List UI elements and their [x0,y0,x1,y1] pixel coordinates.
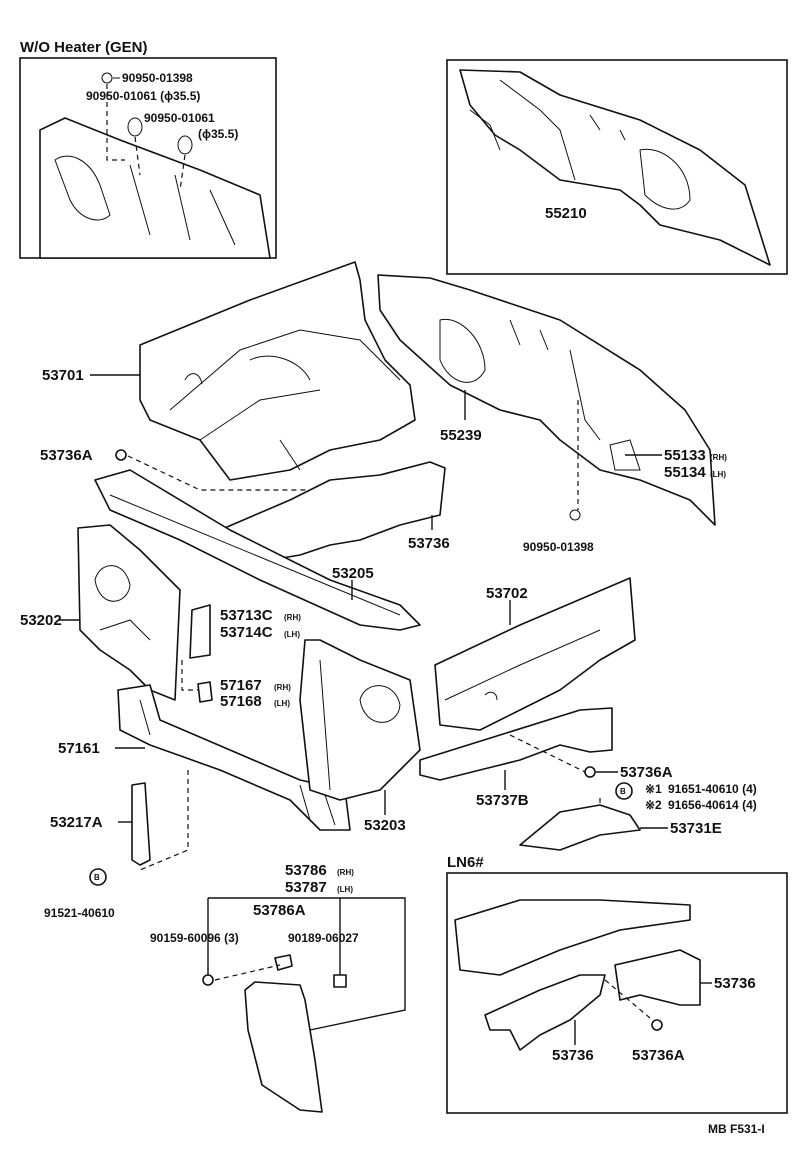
label-53714C: 53714C [220,624,273,641]
label-55239: 55239 [440,427,482,444]
label-53736-ln6-left: 53736 [552,1047,594,1064]
inset-heater: W/O Heater (GEN) 90950-01398 90950-01061… [19,39,277,259]
label-91651: 91651-40610 (4) [668,782,757,796]
clip-53786A-icon [274,954,293,971]
suffix-53713C: (RH) [284,613,301,622]
mark-2: ※2 [645,798,662,812]
inset-55210: 55210 [446,59,788,275]
label-53203: 53203 [364,817,406,834]
bracket-57167 [197,681,213,703]
diagram-code: MB F531-I [708,1122,765,1136]
suffix-55133: (RH) [710,453,727,462]
bracket-55133 [609,439,641,471]
label-53736A-right: 53736A [620,764,673,781]
clip-53736A-icon [115,449,127,461]
inset-ln6-frame [446,872,788,1114]
group-53202: 53202 53713C (RH) 53714C (LH) 57167 (RH)… [20,524,301,710]
label-53202: 53202 [20,612,62,629]
label-90950-01398-main: 90950-01398 [523,540,594,554]
suffix-53786: (RH) [337,868,354,877]
label-53737B: 53737B [476,792,529,809]
label-55210: 55210 [545,205,587,222]
apron-53702-part [434,577,636,731]
suffix-57168: (LH) [274,699,290,708]
dash-panel-part [377,274,716,526]
seal-53737B-part [419,707,613,781]
inset-ln6: LN6# 53736 53736 53736A [446,854,788,1114]
seal-53217A-part [131,782,151,866]
label-53702: 53702 [486,585,528,602]
label-53736A-top: 53736A [40,447,93,464]
suffix-53714C: (LH) [284,630,300,639]
label-phi-b: (ϕ35.5) [198,127,238,141]
label-90950-01398-inset: 90950-01398 [122,71,193,85]
label-53731E: 53731E [670,820,722,837]
label-53787: 53787 [285,879,327,896]
plug-large-icon [127,117,143,137]
dash-panel-insulator-part [459,69,771,266]
ln6-seal-right [614,949,701,1006]
plug-large-icon-2 [177,135,193,155]
label-90950-01061-b: 90950-01061 [144,111,215,125]
label-57167: 57167 [220,677,262,694]
ln6-seal-left [484,974,606,1051]
label-55134: 55134 [664,464,706,481]
label-53736-mid: 53736 [408,535,450,552]
screw-90159-icon [202,974,214,986]
label-90189: 90189-06027 [288,931,359,945]
label-91521: 91521-40610 [44,906,115,920]
bolt-mark-91651: B [620,787,626,796]
bolt-91651-icon [615,782,633,800]
apron-53701-part [139,261,416,481]
label-53736A-ln6: 53736A [632,1047,685,1064]
bolt-mark-91521: B [94,873,100,882]
clip-53736A-right-icon [584,766,596,778]
label-55133: 55133 [664,447,706,464]
group-53217A: 53217A B 91521-40610 [44,782,151,920]
group-53737B: 53737B 53736A [419,707,673,809]
group-53736-seal: 53736A 53736 [40,447,450,561]
heater-panel-part [39,117,271,259]
group-57161: 57161 [58,684,351,871]
group-53701: 53701 [42,261,416,481]
label-57168: 57168 [220,693,262,710]
inset-ln6-title: LN6# [447,854,484,871]
bracket-53713C [189,604,211,659]
clip-53736A-ln6-icon [651,1019,663,1031]
label-53736-ln6-right: 53736 [714,975,756,992]
group-dash-panel: 55239 55133 (RH) 55134 (LH) 90950-01398 [377,274,727,554]
label-53701: 53701 [42,367,84,384]
label-90950-01061-a: 90950-01061 (ϕ35.5) [86,89,200,103]
mudguard-53786-part [244,981,323,1113]
plug-90950-icon [569,509,581,521]
group-53731E: B ※1 91651-40610 (4) ※2 91656-40614 (4) … [519,782,757,851]
suffix-53787: (LH) [337,885,353,894]
inset-heater-title: W/O Heater (GEN) [20,39,148,56]
plug-small-icon [101,72,113,84]
label-53713C: 53713C [220,607,273,624]
bolt-91521-icon [89,868,107,886]
group-53702: 53702 53203 [299,577,636,834]
label-57161: 57161 [58,740,100,757]
bracket-53731E-part [519,804,641,851]
ln6-body-part [454,899,691,976]
label-53786A: 53786A [253,902,306,919]
suffix-55134: (LH) [710,470,726,479]
suffix-57167: (RH) [274,683,291,692]
label-53217A: 53217A [50,814,103,831]
group-53786: 53786 (RH) 53787 (LH) 53786A 90159-60096… [150,862,406,1113]
crossmember-57161-part [117,684,351,831]
label-53205: 53205 [332,565,374,582]
label-53786: 53786 [285,862,327,879]
group-53205: 53205 [94,469,421,631]
mark-1: ※1 [645,782,662,796]
label-90159: 90159-60096 (3) [150,931,239,945]
support-53203-part [299,639,421,801]
label-91656: 91656-40614 (4) [668,798,757,812]
clip-90189-icon [333,974,347,988]
support-53202-part [77,524,181,701]
inset-55210-frame [446,59,788,275]
